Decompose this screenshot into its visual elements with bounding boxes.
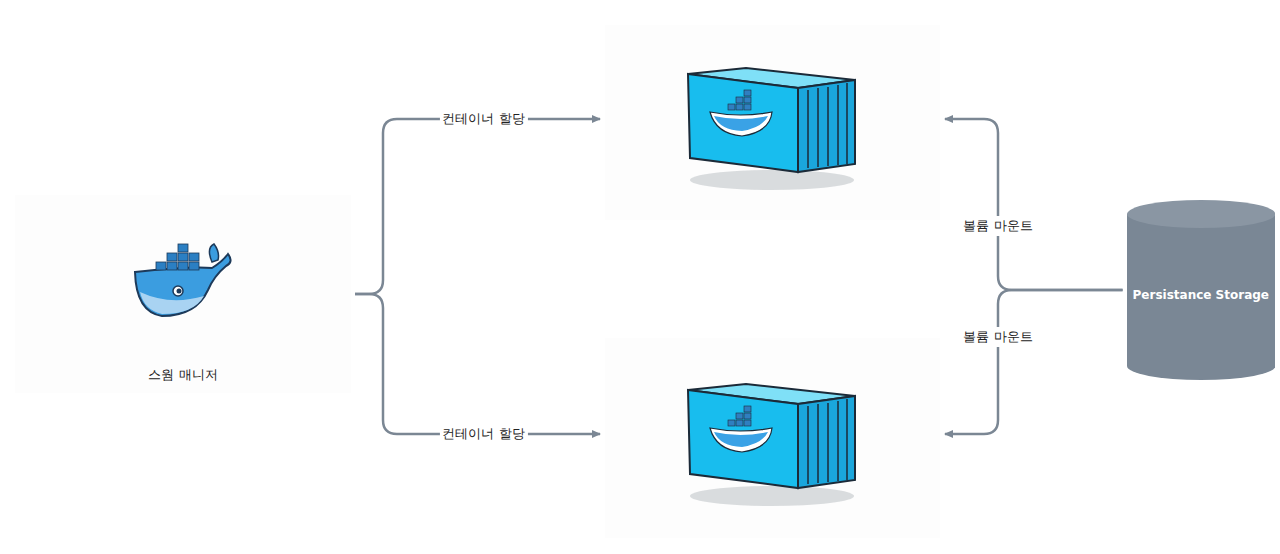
docker-whale-icon — [135, 244, 231, 316]
edge-label: 볼륨 마운트 — [960, 216, 1035, 236]
edge-label: 컨테이너 할당 — [439, 109, 527, 129]
connector — [945, 119, 1123, 290]
edge-label: 컨테이너 할당 — [439, 424, 527, 444]
container-illustration — [688, 384, 855, 506]
container-node — [605, 25, 940, 220]
container-illustration — [688, 68, 855, 190]
storage-cylinder: Persistance Storage — [1127, 200, 1275, 380]
manager-panel — [15, 195, 351, 393]
manager-node: 스웜 매니저 — [15, 195, 351, 393]
node-label: 스웜 매니저 — [148, 366, 217, 384]
connector — [355, 294, 600, 434]
edge-label: 볼륨 마운트 — [960, 327, 1035, 347]
connector — [945, 290, 1123, 434]
connector — [355, 119, 600, 294]
container-node — [605, 338, 940, 538]
container-panel — [605, 338, 940, 538]
container-panel — [605, 25, 940, 220]
storage-label: Persistance Storage — [1133, 288, 1269, 302]
